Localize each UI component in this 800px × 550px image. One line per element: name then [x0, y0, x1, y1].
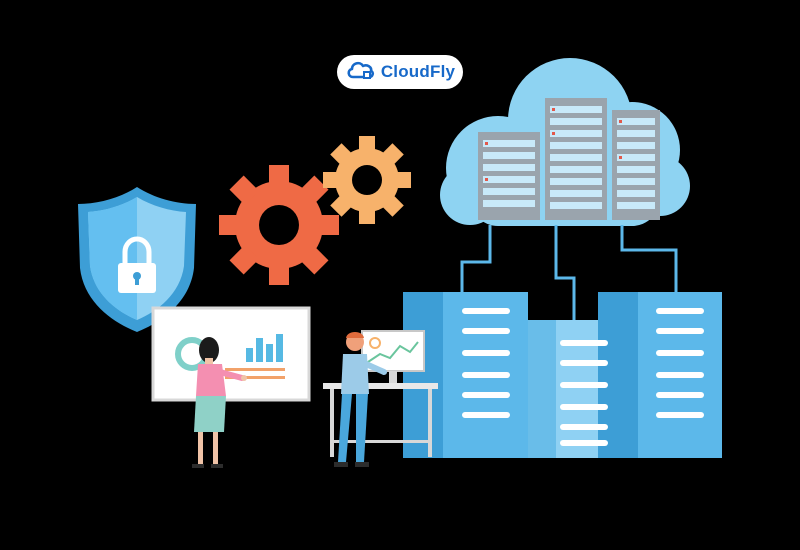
cloud-logo-icon [345, 59, 375, 86]
gear-icon [323, 136, 411, 224]
gear-icon [219, 165, 339, 285]
server-rack-icon [403, 292, 722, 458]
presenter-woman [192, 337, 247, 468]
standing-desk [323, 383, 438, 457]
chart-board-icon [151, 306, 311, 402]
worker-man [334, 332, 387, 467]
shield-lock-icon [78, 187, 196, 332]
brand-name: CloudFly [380, 62, 456, 81]
brand-logo: CloudFly [337, 55, 463, 89]
connection-lines [460, 225, 678, 320]
cloud-server-icon [440, 58, 690, 226]
